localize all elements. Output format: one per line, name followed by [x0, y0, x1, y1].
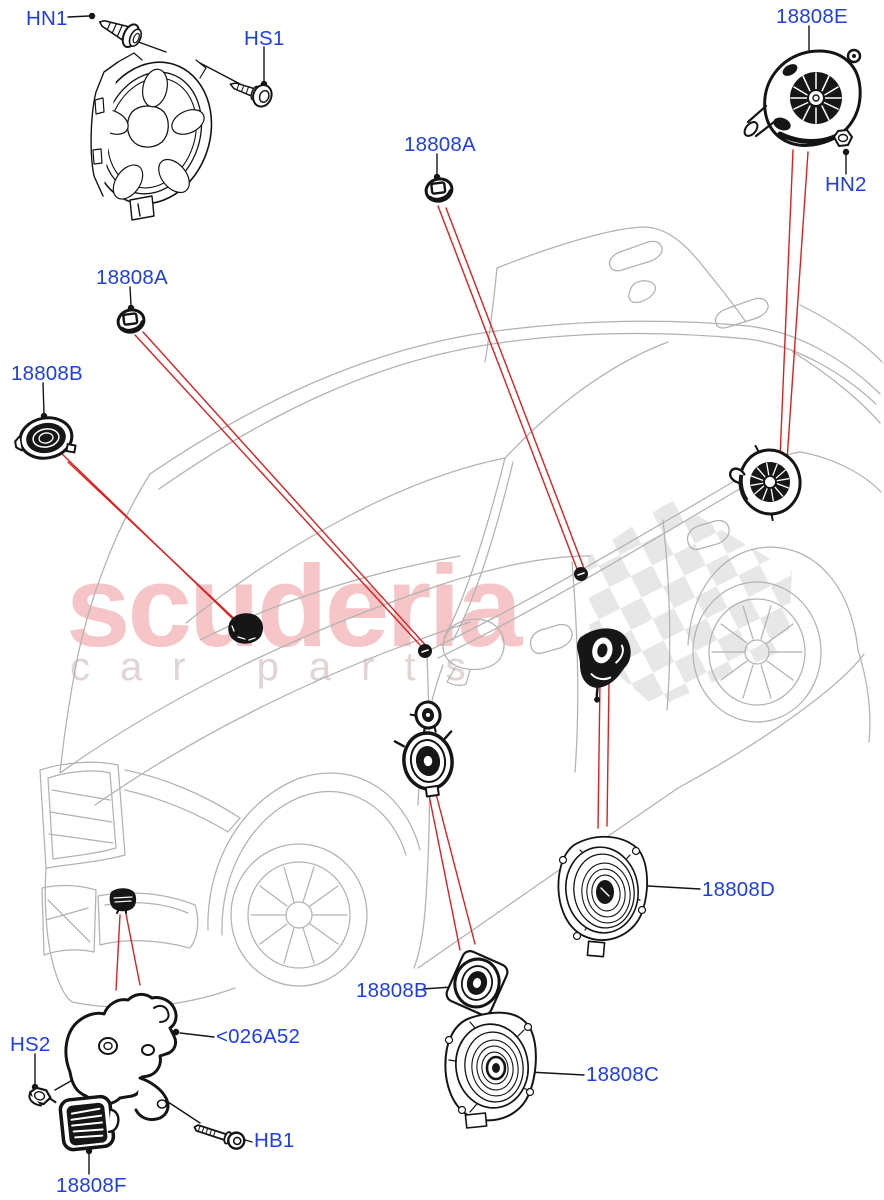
red-callout-lines: [59, 149, 809, 991]
speaker-front-door: [393, 730, 454, 798]
watermark: scuderia car parts: [66, 500, 792, 708]
fastener-screw-hs1: [229, 82, 273, 108]
grommet-a-pillar: [418, 644, 432, 658]
watermark-word: scuderia: [66, 541, 524, 671]
speaker-18808e: [743, 48, 862, 147]
checkered-flag-watermark: [588, 500, 792, 708]
label-hs2[interactable]: HS2: [10, 1033, 50, 1056]
tweeter-front-door: [409, 700, 442, 735]
label-18808a-left[interactable]: 18808A: [96, 266, 168, 289]
label-18808f[interactable]: 18808F: [56, 1174, 127, 1197]
speaker-front-bumper: [109, 888, 137, 914]
speaker-rear-quarter: [728, 444, 802, 522]
speaker-18808f: [58, 1094, 120, 1152]
fastener-bolt-hb1: [193, 1124, 246, 1150]
speaker-subwoofer-front: [90, 52, 213, 221]
tweeter-18808a-left: [116, 308, 146, 334]
label-18808c[interactable]: 18808C: [586, 1063, 659, 1086]
label-18808e[interactable]: 18808E: [776, 5, 848, 28]
label-18808b-lower[interactable]: 18808B: [356, 979, 428, 1002]
label-18808a-top[interactable]: 18808A: [404, 133, 476, 156]
speaker-18808d: [557, 835, 648, 958]
speaker-18808b-lower: [445, 950, 509, 1016]
label-hb1[interactable]: HB1: [254, 1129, 294, 1152]
fastener-clip-hn1: [98, 19, 143, 49]
label-hs1[interactable]: HS1: [244, 27, 284, 50]
bracket-026a52: [64, 992, 178, 1122]
fastener-nut-hn2: [833, 129, 853, 147]
speaker-dash-center: [228, 613, 263, 644]
tweeter-18808a-top: [424, 177, 454, 203]
label-026a52[interactable]: <026A52: [216, 1025, 300, 1048]
grommet-b-pillar: [574, 567, 588, 581]
fastener-bolt-hs2: [28, 1086, 57, 1107]
speaker-rear-door-assembly: [577, 628, 631, 703]
watermark-letters: car parts: [70, 645, 496, 689]
label-hn2[interactable]: HN2: [825, 173, 867, 196]
speaker-18808c: [444, 1011, 537, 1129]
part-labels: HN1 HS1 18808E HN2 18808A 18808A 18808B …: [10, 5, 867, 1197]
label-18808d[interactable]: 18808D: [702, 878, 775, 901]
speaker-18808b-left: [14, 416, 77, 460]
label-hn1[interactable]: HN1: [26, 7, 68, 30]
label-18808b-left[interactable]: 18808B: [11, 362, 83, 385]
